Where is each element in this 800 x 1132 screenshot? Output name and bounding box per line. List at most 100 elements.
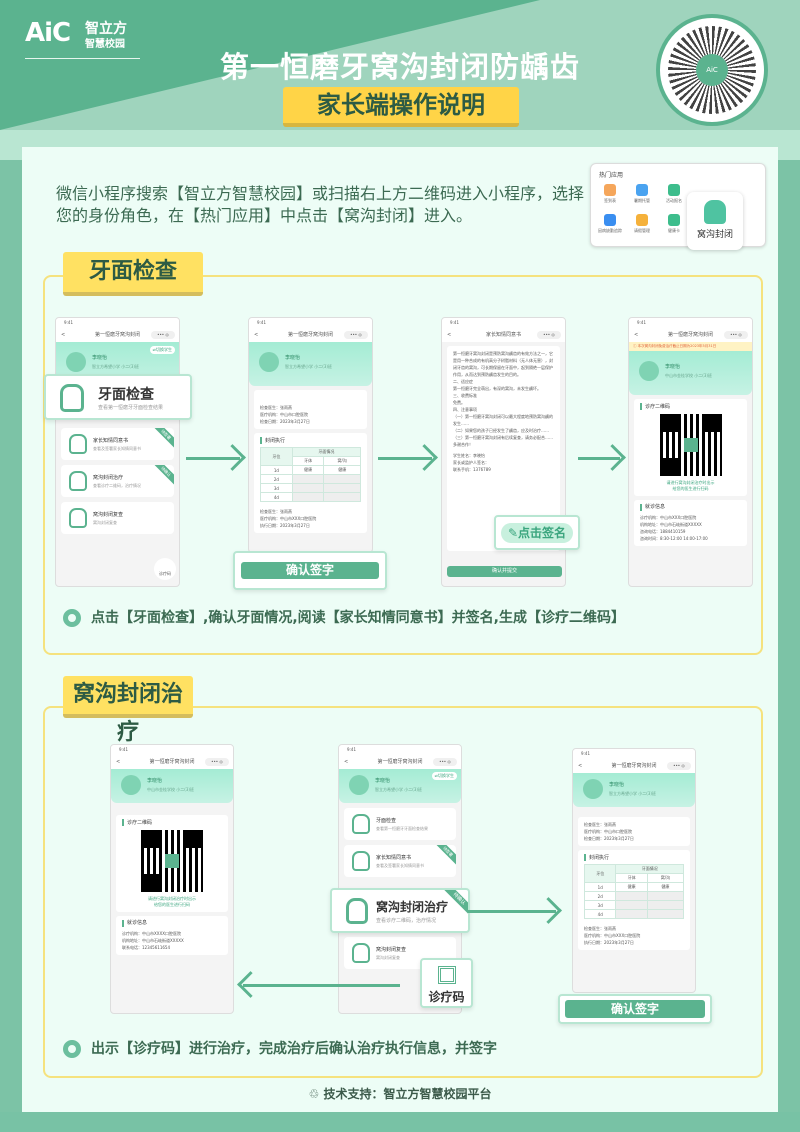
miniprogram-qr-code[interactable]: AiC — [656, 14, 768, 126]
section1-menu-1-desc: 查看及签署家长知情同意书 — [93, 446, 141, 451]
app-item[interactable]: 活动报名 — [659, 184, 689, 204]
hdr: 李晓怡中山市金桂学校 小二(3)班 — [111, 769, 233, 803]
hot-apps-apps-1: 暑期托管 — [634, 198, 650, 203]
capsule-menu[interactable]: ••• ◎ — [151, 331, 175, 339]
phone-qr-code-2: 9:41 <第一恒磨牙窝沟封闭••• ◎ 李晓怡中山市金桂学校 小二(3)班 诊… — [110, 744, 234, 1014]
tr: 4d — [260, 492, 361, 502]
tooth-icon — [704, 200, 726, 224]
confirm-sign-button[interactable]: 确认签字 — [241, 562, 379, 579]
hot-apps-apps-2: 活动报名 — [666, 198, 682, 203]
section1-exam-info-1: 医疗机构：中山市口腔医院 — [260, 412, 308, 417]
menu-consent[interactable]: 家长知情同意书查看及签署家长知情同意书待签署 — [344, 845, 456, 877]
section1-consent-lines-6: （一）第一恒磨牙窝沟封闭可以最大程度地预防窝沟龋的发生…… — [453, 414, 553, 426]
section2-callout-title: 窝沟封闭治疗 — [376, 900, 449, 914]
section1-table-rows-0-0: 1d — [260, 465, 293, 475]
section1-consent-fields-1: 家长或监护人签名： — [453, 460, 489, 465]
callout-tooth-exam[interactable]: 牙面检查 查看第一恒磨牙牙面检查结果 — [44, 374, 192, 420]
footer-text: 技术支持：智立方智慧校园平台 — [323, 1087, 492, 1101]
menu-recheck[interactable]: 窝沟封闭复查窝沟封闭复查 — [61, 502, 174, 534]
td — [323, 483, 361, 493]
div — [260, 394, 361, 404]
bottom-strip — [0, 1112, 800, 1132]
menu-treatment[interactable]: 窝沟封闭治疗查看诊疗二维码，治疗情况待确认 — [61, 465, 174, 497]
section1-step: 点击【牙面检查】,确认牙面情况,阅读【家长知情同意书】并签名,生成【诊疗二维码】 — [91, 610, 625, 626]
section2-right-exec-1: 医疗机构：中山市XXX口腔医院 — [584, 933, 641, 938]
section1-consent-fields-0: 学生姓名：李晓怡 — [453, 453, 485, 458]
section2-nav-title-left: 第一恒磨牙窝沟封闭 — [611, 763, 657, 769]
footer-credit: ♲ 技术支持：智立方智慧校园平台 — [308, 1087, 492, 1101]
section-2-tab: 窝沟封闭治疗 — [63, 676, 193, 745]
step-bullet-icon — [63, 1040, 81, 1058]
switch-student-button[interactable]: ⇌切换学生 — [149, 346, 175, 354]
phone-common-capsule: ••• ◎ — [537, 331, 561, 339]
qr-code-fab[interactable]: 诊疗码 — [154, 558, 176, 580]
back-button[interactable]: < — [61, 332, 66, 338]
app-item[interactable]: 暑期托管 — [627, 184, 657, 204]
section1-consent-lines-2: 第一恒磨牙完全萌出，有深的窝沟，未发生龋坏。 — [453, 386, 541, 391]
section2-right-info-2: 检查日期：2023年3月27日 — [584, 836, 634, 841]
phone-common-capsule: ••• ◎ — [433, 758, 457, 766]
hot-apps-apps-0: 签到表 — [604, 198, 616, 203]
section1-menu-3-title: 窝沟封闭复查 — [376, 947, 407, 953]
phone-common-nav-title: 第一恒磨牙窝沟封闭 — [94, 332, 140, 338]
phone-common-capsule: ••• ◎ — [205, 758, 229, 766]
section1-table-head-1: 牙面情况 — [291, 447, 362, 457]
logo-name: 智立方 — [85, 21, 127, 37]
phone-common-school: 智立方希望小学 小二(3)班 — [609, 791, 656, 796]
phone-common-switch: ⇌切换学生 — [431, 772, 457, 780]
av — [583, 779, 603, 799]
tr: 2d — [260, 474, 361, 484]
phone-common-student-name: 李晓怡 — [147, 778, 163, 784]
app-item[interactable]: 因病缺勤追踪 — [595, 214, 625, 234]
confirm-sign-button[interactable]: 确认签字 — [565, 1000, 705, 1018]
sign-callout: ✎点击签名 — [494, 515, 580, 550]
section1-exec-info-0: 检查医生：张雨燕 — [260, 509, 292, 514]
app-item[interactable]: 健康卡 — [659, 214, 689, 234]
qr-code-button[interactable]: 诊疗码 — [420, 958, 473, 1008]
section1-menu-1-desc: 查看及签署家长知情同意书 — [376, 863, 424, 868]
section1-qr-hint-1: 给您的医生进行扫码 — [154, 902, 190, 907]
arrow-left-icon — [243, 984, 400, 987]
section1-menu-3-title: 窝沟封闭复查 — [93, 512, 124, 518]
callout-treatment[interactable]: 窝沟封闭治疗 查看诊疗二维码，治疗情况 待确认 — [330, 888, 470, 933]
section1-consent-lines-4: 免费。 — [453, 400, 465, 405]
click-sign-button[interactable]: ✎点击签名 — [501, 523, 573, 543]
phone-common-back: < — [634, 332, 639, 338]
submit-button[interactable]: 确认并提交 — [447, 566, 562, 577]
section2-visit-info-0: 诊疗机构：中山市XXXX口腔医院 — [122, 931, 181, 936]
menu-consent[interactable]: 家长知情同意书查看及签署家长知情同意书待签署 — [61, 428, 174, 460]
section1-table-rows-2-0: 3d — [260, 483, 293, 493]
nav: <家长知情同意书••• ◎ — [442, 328, 565, 342]
td — [646, 909, 685, 919]
section1-table-rows-0-2: 健康 — [323, 465, 361, 475]
section1-exam-info-2: 检查日期：2023年3月27日 — [260, 419, 310, 424]
section1-menu-0-title: 牙面检查 — [376, 818, 397, 824]
phone-common-back: < — [254, 332, 259, 338]
section1-visit-info-1: 机构地址：中山市石岐街道XXXXX — [640, 522, 702, 527]
td — [615, 891, 648, 901]
app-item[interactable]: 请假管理 — [627, 214, 657, 234]
section2-qr-btn: 诊疗码 — [428, 990, 465, 1004]
nav: <第一恒磨牙窝沟封闭••• ◎ — [573, 759, 695, 773]
i — [604, 214, 616, 226]
section2-nav-title-left: 第一恒磨牙窝沟封闭 — [149, 759, 195, 765]
card: 诊疗二维码请进行窝沟封闭治疗时出示给您的医生进行扫码 — [634, 399, 747, 496]
phone-common-capsule: ••• ◎ — [724, 331, 748, 339]
menu-tooth-exam[interactable]: 牙面检查查看第一恒磨牙牙面检查结果 — [344, 808, 456, 840]
deadline-notice: ⓘ 本次窝沟封闭免费治疗截止日期为2023年5月31日 — [629, 342, 752, 351]
phone-common-student-name: 李晓怡 — [609, 782, 625, 788]
phone-common-time: 9:41 — [629, 318, 752, 328]
app-item[interactable]: 签到表 — [595, 184, 625, 204]
section1-table-rows-3-0: 4d — [583, 909, 617, 919]
section1-consent-lines-1: 二、适应症 — [453, 379, 473, 384]
section1-table-sub-1: 窝/沟 — [323, 456, 361, 466]
wofeng-app-button[interactable]: 窝沟封闭 — [687, 192, 743, 250]
av — [259, 352, 279, 372]
phone-common-time: 9:41 — [339, 745, 461, 755]
section1-table-title: 封闭执行 — [584, 854, 684, 861]
